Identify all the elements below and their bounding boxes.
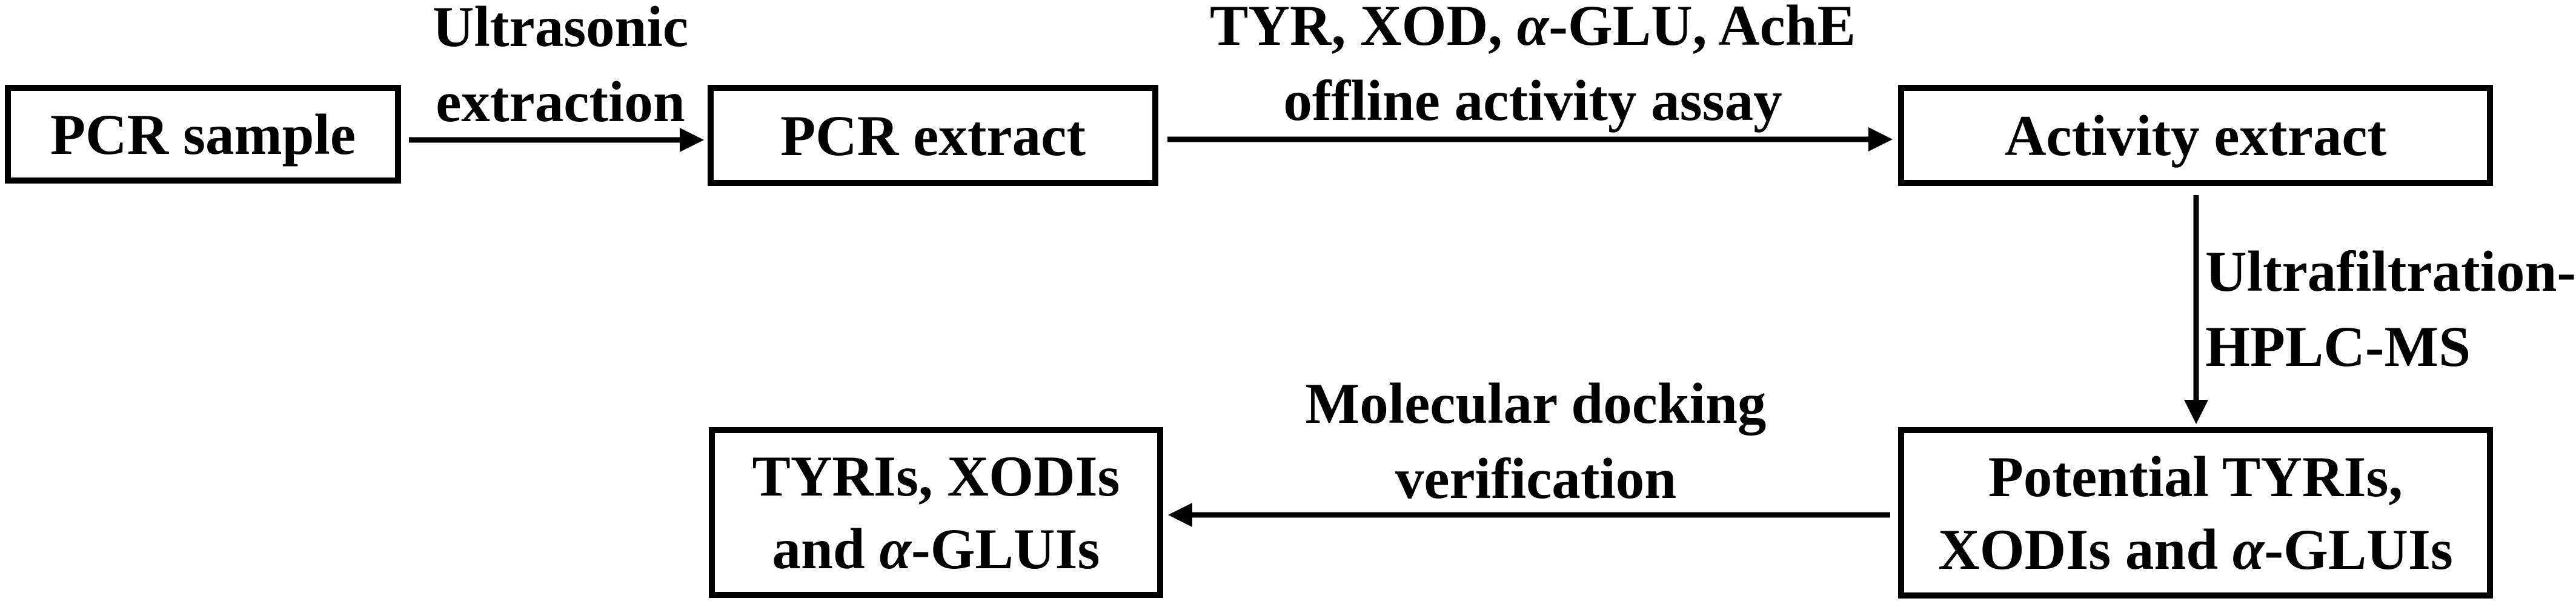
label-line2: extraction [436,70,685,134]
label-ultrafiltration-hplc-ms: Ultrafiltration- HPLC-MS [2205,234,2576,384]
label-line1: TYR, XOD, α-GLU, AchE [1210,0,1856,58]
arrow-activity-to-potential [2184,195,2208,424]
node-label-line1: TYRIs, XODIs [752,444,1120,508]
label-line1: Molecular docking [1305,371,1767,436]
node-pcr-extract: PCR extract [708,85,1158,186]
down-arrowhead-icon [2184,400,2208,424]
label-line1: Ultrasonic [432,0,689,59]
node-potential-inhibitors: Potential TYRIs, XODIs and α-GLUIs [1898,427,2493,599]
node-label-line2: XODIs and α-GLUIs [1938,517,2453,582]
node-final-inhibitors: TYRIs, XODIs and α-GLUIs [709,427,1163,598]
node-activity-extract: Activity extract [1898,85,2493,186]
node-label: PCR sample [50,102,356,167]
label-ultrasonic-extraction: Ultrasonic extraction [379,0,742,139]
node-label: Activity extract [2004,103,2387,168]
node-pcr-sample: PCR sample [5,85,401,184]
label-line2: offline activity assay [1283,68,1782,133]
label-line1: Ultrafiltration- [2205,239,2576,304]
label-line2: HPLC-MS [2205,314,2471,379]
label-molecular-docking: Molecular docking verification [1203,366,1869,516]
node-label-line1: Potential TYRIs, [1988,444,2403,509]
label-line2: verification [1395,446,1677,511]
node-label-line2: and α-GLUIs [772,517,1100,581]
label-offline-activity-assay: TYR, XOD, α-GLU, AchE offline activity a… [1139,0,1927,138]
node-label: PCR extract [780,103,1086,168]
left-arrowhead-icon [1168,503,1192,527]
